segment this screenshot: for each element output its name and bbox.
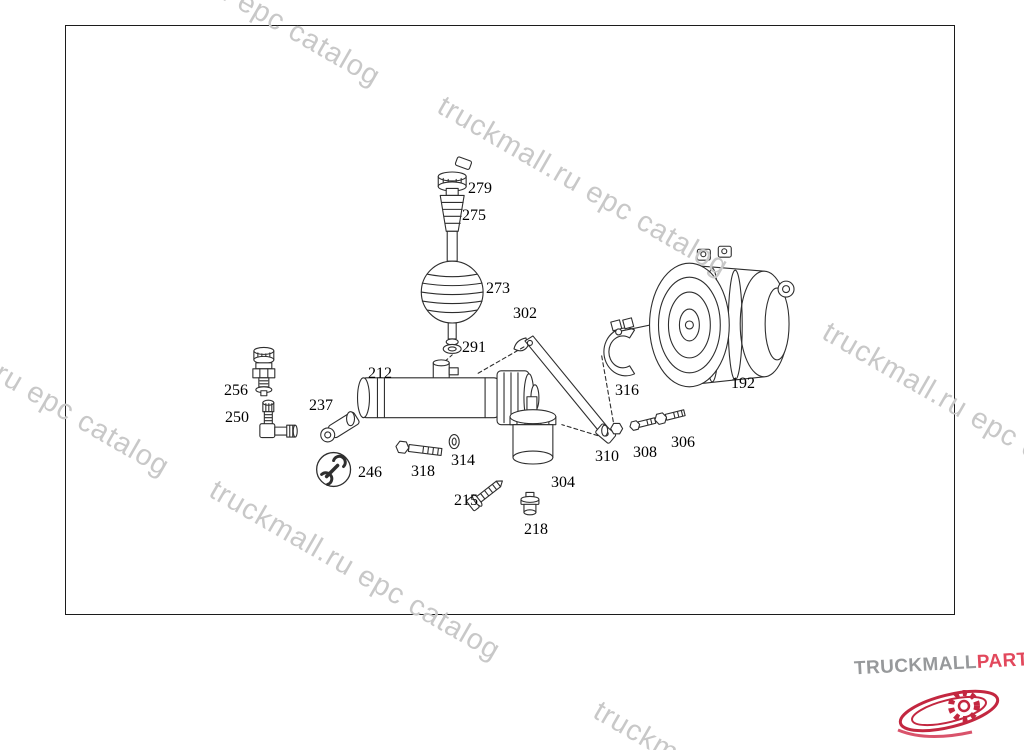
part-316-drawing [603, 317, 636, 377]
part-212-drawing [346, 359, 540, 427]
part-314-drawing [448, 434, 460, 450]
part-218-drawing [520, 491, 540, 516]
diagram-canvas [252, 156, 795, 516]
part-192-drawing [615, 245, 795, 388]
watermark-text-5: truckmall.ru epc catalog [588, 695, 890, 750]
part-279-drawing [437, 156, 473, 192]
brand-logo: TRUCKMALLPARTS [854, 649, 1024, 750]
part-246-wrench-icon [316, 451, 352, 488]
part-318-drawing [395, 440, 443, 457]
logo-text-accent: PARTS [976, 648, 1024, 673]
part-273-drawing [420, 230, 484, 346]
part-256-drawing [252, 346, 276, 397]
part-250-drawing [259, 399, 298, 439]
part-310-drawing [601, 422, 624, 437]
part-275-drawing [439, 187, 465, 232]
part-306-drawing [654, 409, 686, 425]
part-304-drawing [509, 396, 557, 465]
logo-text: TRUCKMALLPARTS [853, 648, 1024, 681]
diagram-frame [65, 25, 955, 615]
logo-swirl-icon [897, 689, 1000, 739]
part-291-drawing [442, 343, 462, 364]
part-308-drawing [629, 417, 657, 431]
part-215-drawing [466, 480, 503, 512]
logo-text-name: TRUCKMALL [853, 651, 978, 680]
